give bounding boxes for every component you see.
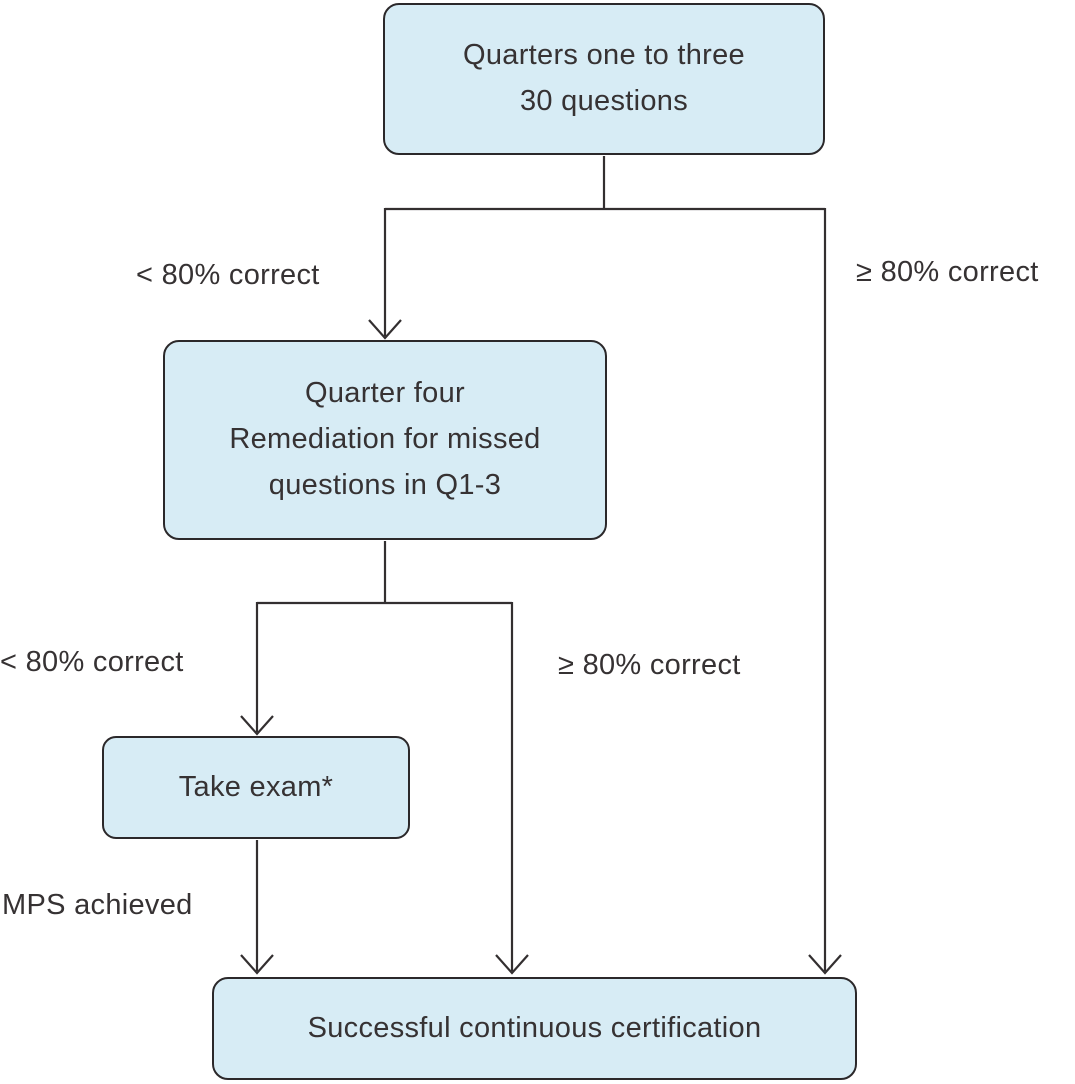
node-quarters-one-to-three: Quarters one to three 30 questions (383, 3, 825, 155)
edge-label-second-split-pass: ≥ 80% correct (558, 649, 741, 681)
node-text-line: Remediation for missed (229, 423, 541, 456)
edge-label-mps-achieved: MPS achieved (2, 889, 193, 921)
node-text-line: Take exam* (178, 770, 334, 803)
arrowhead-down-icon (240, 715, 274, 736)
edge-label-first-split-pass: ≥ 80% correct (856, 256, 1039, 288)
edge-label-second-split-fail: < 80% correct (0, 646, 184, 678)
node-take-exam: Take exam* (102, 736, 410, 839)
arrowhead-down-icon (495, 954, 529, 975)
node-text-line: Quarters one to three (463, 39, 745, 72)
node-text-line: 30 questions (519, 85, 689, 117)
node-text-line: questions in Q1-3 (268, 468, 502, 501)
node-successful-certification: Successful continuous certification (212, 977, 857, 1080)
arrowhead-down-icon (368, 319, 402, 340)
arrowhead-down-icon (808, 954, 842, 975)
node-text-line: Successful continuous certification (307, 1011, 762, 1044)
node-quarter-four-remediation: Quarter four Remediation for missed ques… (163, 340, 607, 540)
arrowhead-down-icon (240, 954, 274, 975)
edge-label-first-split-fail: < 80% correct (136, 259, 320, 291)
node-text-line: Quarter four (305, 377, 465, 410)
